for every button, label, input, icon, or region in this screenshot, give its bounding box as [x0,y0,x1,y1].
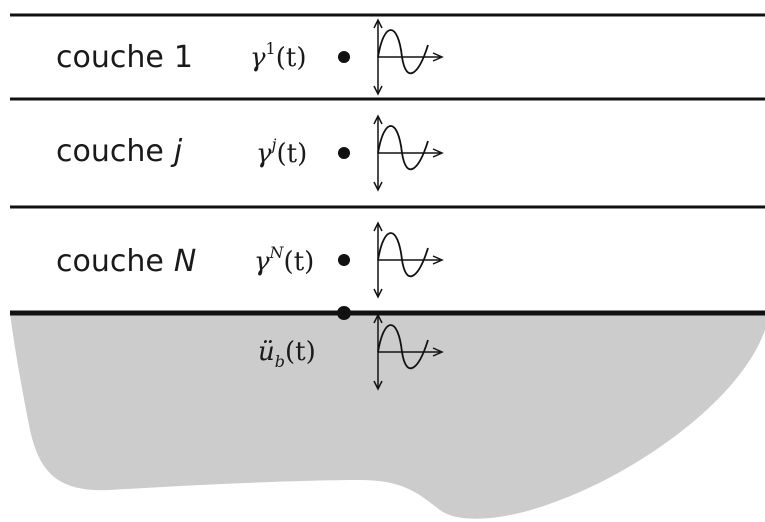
sine-wave-on-axes-icon [373,114,444,192]
bedrock-input-row: üb(t) [258,306,444,391]
layer-label-text: couche [56,40,164,75]
accel-argument: (t) [277,139,308,169]
bedrock-region [10,313,765,519]
accel-superscript: N [269,243,285,262]
layer-index: 1 [174,40,193,75]
accel-symbol: γ [256,139,272,169]
bedrock-accel-argument: (t) [285,337,316,367]
sine-wave-on-axes-icon [373,313,444,391]
accel-argument: (t) [276,43,307,73]
layer-index: N [174,244,196,279]
accel-argument: (t) [284,247,315,277]
svg-text:γj(t): γj(t) [256,135,307,169]
accel-symbol: γ [250,43,266,73]
svg-text:γ1(t): γ1(t) [250,39,306,73]
layer-label-text: couche [56,134,164,169]
layer-label-text: couche [56,244,164,279]
bedrock-accel-symbol: ü [258,337,275,367]
accel-superscript: 1 [266,39,276,58]
sine-wave-on-axes-icon [373,18,444,96]
layer-index: j [170,134,183,169]
interface-point [337,306,351,320]
measurement-point [338,51,350,63]
svg-text:üb(t): üb(t) [258,337,316,371]
bedrock-accel-subscript: b [275,352,285,371]
sine-wave-on-axes-icon [373,221,444,299]
accel-symbol: γ [254,247,270,277]
measurement-point [338,254,350,266]
svg-text:γN(t): γN(t) [254,243,314,277]
measurement-point [338,147,350,159]
accel-superscript: j [269,135,277,154]
